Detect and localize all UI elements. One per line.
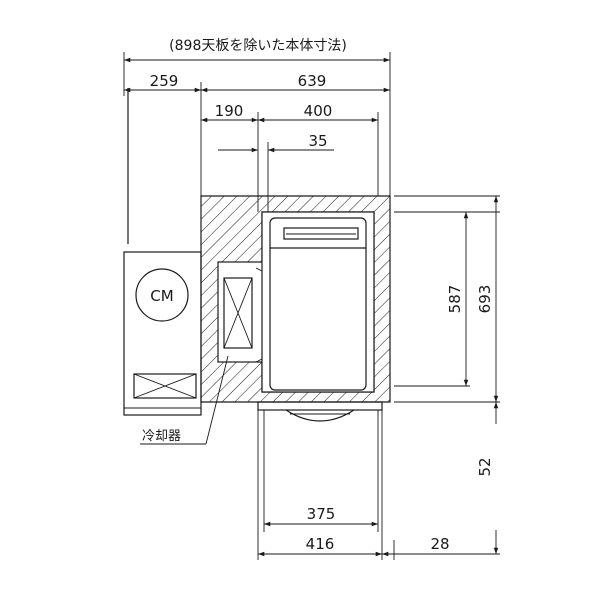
compressor-circle	[135, 268, 189, 322]
dim-label-190: 190	[215, 102, 244, 120]
dim-label-587: 587	[446, 285, 464, 314]
cm-label: CM	[150, 287, 173, 305]
dim-label-35: 35	[308, 132, 327, 150]
base-plinth	[257, 401, 383, 411]
evaporator-cross-2	[223, 277, 253, 349]
right-dimensions: 587 693 52	[380, 195, 500, 555]
dim-label-693: 693	[476, 285, 494, 314]
fan-box-cross-2	[133, 373, 197, 399]
condensing-unit: CM	[123, 88, 202, 416]
dim-label-28: 28	[430, 535, 449, 553]
dim-label-375: 375	[307, 505, 336, 523]
compressor-housing	[123, 251, 202, 416]
top-vent-slot	[283, 227, 359, 240]
fan-box	[133, 373, 197, 399]
cabinet-inner-body	[269, 217, 367, 391]
dim-label-52: 52	[476, 457, 494, 476]
dim-label-639: 639	[298, 72, 327, 90]
cooler-label: 冷却器	[142, 429, 181, 444]
evaporator	[217, 261, 265, 363]
top-dimensions: (898天板を除いた本体寸法) 259 639 190 400 35	[123, 38, 391, 212]
cooler-leader-line	[205, 355, 229, 445]
dim-label-400: 400	[304, 102, 333, 120]
bottom-dimensions: 375 416 28	[257, 410, 460, 560]
dim-label-259: 259	[150, 72, 179, 90]
overall-title: (898天板を除いた本体寸法)	[169, 38, 347, 54]
dim-label-416: 416	[306, 535, 335, 553]
cabinet-interior	[261, 211, 375, 393]
door-arc	[285, 409, 355, 422]
cooler-callout: 冷却器	[140, 355, 229, 445]
cabinet-base	[257, 401, 383, 422]
evaporator-box	[223, 277, 253, 349]
evaporator-bracket	[217, 261, 265, 363]
cabinet	[261, 211, 375, 393]
